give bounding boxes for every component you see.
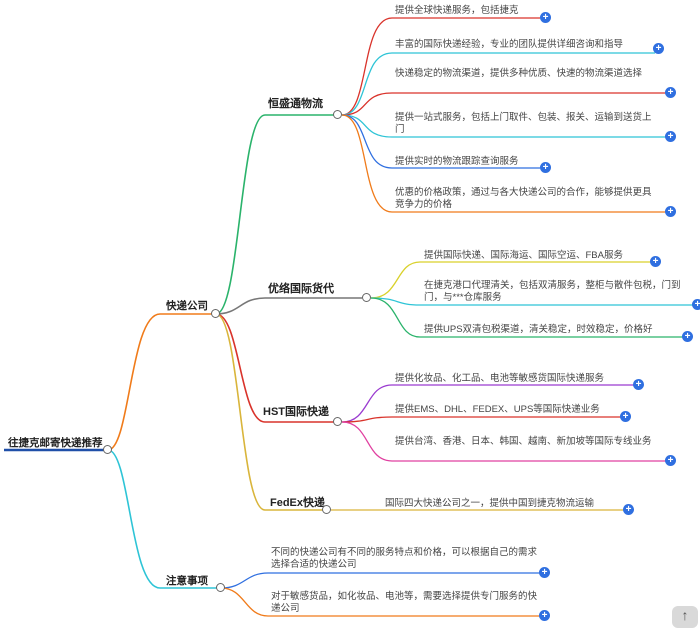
youluo-item-3: 提供UPS双清包税渠道，清关稳定，时效稳定，价格好	[424, 324, 653, 335]
notes-collapse-icon[interactable]	[216, 583, 225, 592]
branch-companies-label[interactable]: 快递公司	[166, 300, 208, 312]
hengsheng-item-5: 提供实时的物流跟踪查询服务	[395, 156, 519, 167]
plus-icon[interactable]: +	[540, 12, 551, 23]
branch-notes-label[interactable]: 注意事项	[166, 575, 208, 587]
plus-icon[interactable]: +	[650, 256, 661, 267]
hst-item-1: 提供化妆品、化工品、电池等敏感货国际快递服务	[395, 373, 605, 384]
youluo-collapse-icon[interactable]	[362, 293, 371, 302]
company-hengsheng-label[interactable]: 恒盛通物流	[268, 98, 323, 110]
company-hst-label[interactable]: HST国际快递	[263, 406, 329, 418]
plus-icon[interactable]: +	[665, 131, 676, 142]
companies-collapse-icon[interactable]	[211, 309, 220, 318]
plus-icon[interactable]: +	[540, 162, 551, 173]
plus-icon[interactable]: +	[682, 331, 693, 342]
root-collapse-icon[interactable]	[103, 445, 112, 454]
plus-icon[interactable]: +	[633, 379, 644, 390]
scroll-up-icon[interactable]: ↑	[672, 606, 698, 628]
notes-item-1: 不同的快递公司有不同的服务特点和价格，可以根据自己的需求选择合适的快递公司	[271, 547, 538, 570]
plus-icon[interactable]: +	[623, 504, 634, 515]
plus-icon[interactable]: +	[653, 43, 664, 54]
plus-icon[interactable]: +	[665, 206, 676, 217]
plus-icon[interactable]: +	[665, 455, 676, 466]
notes-item-2: 对于敏感货品，如化妆品、电池等，需要选择提供专门服务的快递公司	[271, 591, 538, 614]
hst-item-3: 提供台湾、香港、日本、韩国、越南、新加坡等国际专线业务	[395, 436, 652, 447]
hst-collapse-icon[interactable]	[333, 417, 342, 426]
hengsheng-item-6: 优惠的价格政策，通过与各大快递公司的合作，能够提供更具竞争力的价格	[395, 187, 652, 210]
plus-icon[interactable]: +	[539, 567, 550, 578]
hengsheng-item-2: 丰富的国际快递经验，专业的团队提供详细咨询和指导	[395, 39, 624, 50]
hst-item-2: 提供EMS、DHL、FEDEX、UPS等国际快递业务	[395, 404, 600, 415]
plus-icon[interactable]: +	[620, 411, 631, 422]
fedex-collapse-icon[interactable]	[322, 505, 331, 514]
fedex-item-1: 国际四大快递公司之一，提供中国到捷克物流运输	[385, 498, 595, 509]
hengsheng-item-1: 提供全球快递服务，包括捷克	[395, 5, 519, 16]
plus-icon[interactable]: +	[665, 87, 676, 98]
company-youluo-label[interactable]: 优络国际货代	[268, 283, 334, 295]
hengsheng-collapse-icon[interactable]	[333, 110, 342, 119]
hengsheng-item-4: 提供一站式服务，包括上门取件、包装、报关、运输到送货上门	[395, 112, 652, 135]
youluo-item-1: 提供国际快递、国际海运、国际空运、FBA服务	[424, 250, 623, 261]
root-node-label[interactable]: 往捷克邮寄快递推荐	[8, 437, 103, 449]
hengsheng-item-3: 快递稳定的物流渠道，提供多种优质、快速的物流渠道选择	[395, 68, 643, 79]
youluo-item-2: 在捷克港口代理清关，包括双清服务，整柜与散件包税，门到门，与***仓库服务	[424, 280, 681, 303]
plus-icon[interactable]: +	[539, 610, 550, 621]
plus-icon[interactable]: +	[692, 299, 700, 310]
company-fedex-label[interactable]: FedEx快递	[270, 497, 326, 509]
